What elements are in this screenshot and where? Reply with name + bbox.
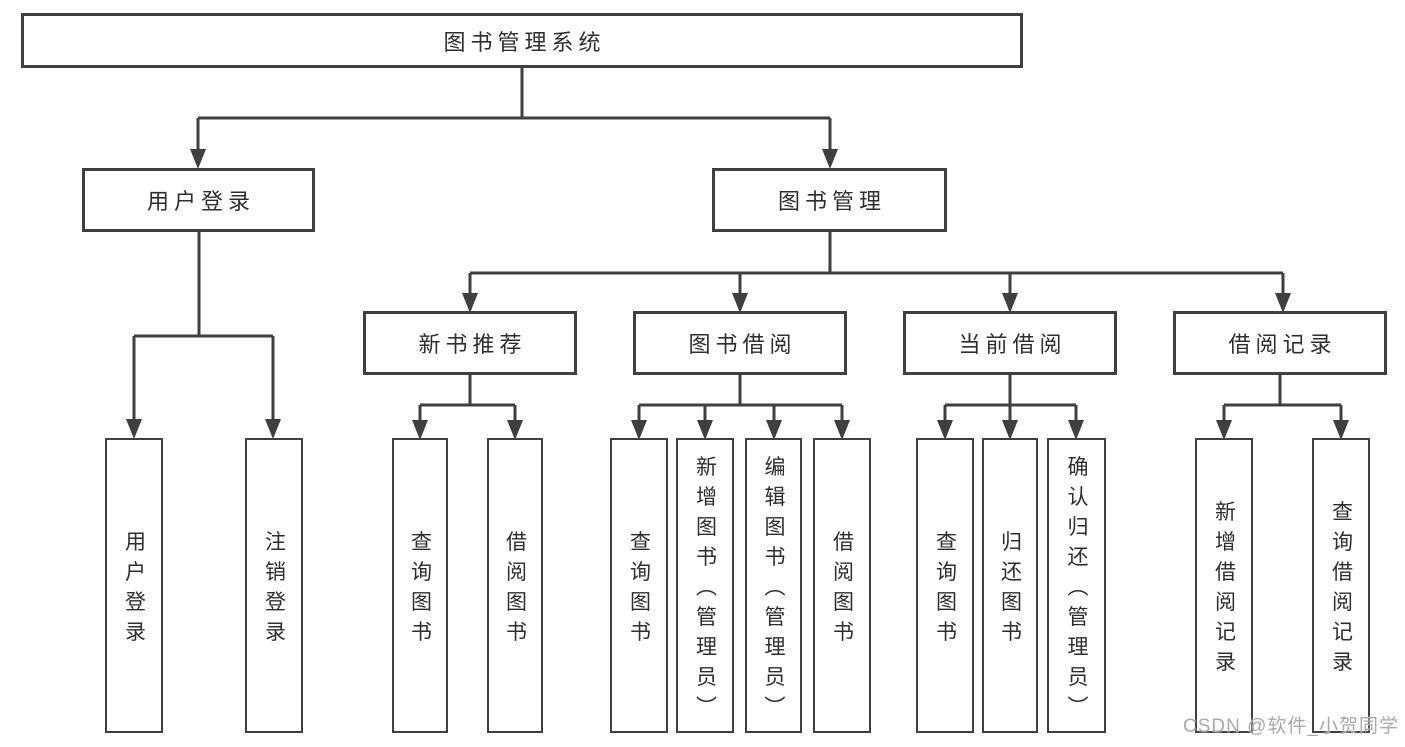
arrowheads-root-to-level2 <box>190 149 838 169</box>
node-root-label: 图书管理系统 <box>443 29 606 55</box>
leaf-query-books-recommend-label: 查询图书 <box>408 530 432 650</box>
leaf-add-borrow-record-label: 新增借阅记录 <box>1212 500 1236 680</box>
leaf-confirm-return-admin-label: 确认归还（管理员） <box>1065 455 1088 725</box>
arrowheads-book-borrowing-group <box>631 420 850 440</box>
leaf-query-borrow-record-label: 查询借阅记录 <box>1329 500 1353 680</box>
leaf-logout: 注销登录 <box>245 438 303 733</box>
arrowheads-new-book-group <box>412 420 523 440</box>
leaf-query-books-borrowing-label: 查询图书 <box>627 530 651 650</box>
leaf-query-books-recommend: 查询图书 <box>392 438 448 733</box>
leaf-query-borrow-record: 查询借阅记录 <box>1312 438 1370 733</box>
leaf-query-books-current-label: 查询图书 <box>933 530 957 650</box>
leaf-confirm-return-admin: 确认归还（管理员） <box>1047 438 1106 733</box>
leaf-user-login-label: 用户登录 <box>122 530 146 650</box>
connector-current-borrowing-group <box>943 375 1078 423</box>
csdn-watermark: CSDN @软件_小贺同学 <box>1183 716 1399 737</box>
leaf-query-books-current: 查询图书 <box>916 438 974 733</box>
node-current-borrowing: 当前借阅 <box>903 311 1117 375</box>
node-user-login: 用户登录 <box>82 168 315 232</box>
leaf-logout-label: 注销登录 <box>262 530 286 650</box>
connector-book-borrowing-group <box>637 375 844 423</box>
connector-borrowing-records-group <box>1222 375 1343 423</box>
leaf-return-book-label: 归还图书 <box>998 530 1022 650</box>
leaf-user-login: 用户登录 <box>105 438 163 733</box>
leaf-add-borrow-record: 新增借阅记录 <box>1195 438 1253 733</box>
leaf-edit-book-admin-label: 编辑图书（管理员） <box>762 455 785 725</box>
leaf-add-book-admin-label: 新增图书（管理员） <box>693 455 717 725</box>
node-book-management-label: 图书管理 <box>777 189 886 214</box>
node-borrowing-records: 借阅记录 <box>1173 311 1387 375</box>
arrowheads-user-login-group <box>126 419 281 439</box>
leaf-borrow-books-borrowing-label: 借阅图书 <box>830 530 854 650</box>
leaf-borrow-books-recommend-label: 借阅图书 <box>503 530 527 650</box>
arrowheads-borrowing-records-group <box>1216 420 1349 440</box>
leaf-edit-book-admin: 编辑图书（管理员） <box>745 438 802 733</box>
node-new-book-recommend-label: 新书推荐 <box>418 332 527 357</box>
connector-user-login-group <box>132 232 275 423</box>
leaf-return-book: 归还图书 <box>982 438 1038 733</box>
node-root: 图书管理系统 <box>21 13 1023 68</box>
connector-root-to-level2 <box>196 68 832 153</box>
leaf-query-books-borrowing: 查询图书 <box>610 438 668 733</box>
node-user-login-label: 用户登录 <box>146 189 255 214</box>
node-book-borrowing-label: 图书借阅 <box>688 332 797 357</box>
node-current-borrowing-label: 当前借阅 <box>958 332 1067 357</box>
arrowheads-current-borrowing-group <box>937 420 1084 440</box>
node-new-book-recommend: 新书推荐 <box>363 311 577 375</box>
node-book-borrowing: 图书借阅 <box>633 311 847 375</box>
connector-new-book-group <box>418 375 517 423</box>
connector-book-management-to-level3 <box>468 232 1285 297</box>
arrowheads-book-management-to-level3 <box>462 293 1291 313</box>
node-book-management: 图书管理 <box>712 168 947 232</box>
leaf-borrow-books-recommend: 借阅图书 <box>487 438 543 733</box>
node-borrowing-records-label: 借阅记录 <box>1228 332 1337 357</box>
leaf-borrow-books-borrowing: 借阅图书 <box>813 438 871 733</box>
leaf-add-book-admin: 新增图书（管理员） <box>676 438 734 733</box>
